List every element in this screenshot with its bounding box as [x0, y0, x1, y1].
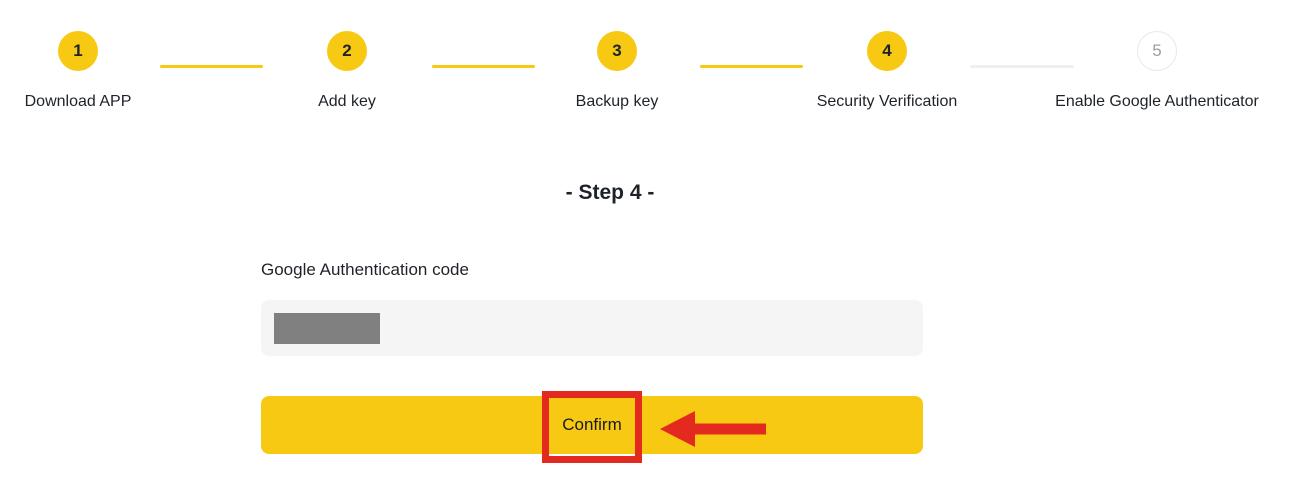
stepper-connector-inactive — [970, 65, 1074, 68]
step-label: Add key — [318, 93, 376, 110]
stepper-connector — [432, 65, 535, 68]
step-label: Backup key — [575, 93, 659, 110]
step-label: Enable Google Authenticator — [1055, 93, 1259, 110]
stepper-step-download-app: 1 Download APP — [0, 31, 228, 111]
confirm-button-label: Confirm — [562, 415, 622, 434]
step-number: 5 — [1152, 41, 1162, 60]
redacted-code-value — [274, 313, 380, 344]
step-title: - Step 4 - — [565, 181, 655, 204]
step-number: 1 — [73, 41, 83, 60]
step-number-badge: 1 — [58, 31, 98, 71]
step-number-badge: 2 — [327, 31, 367, 71]
step-number-badge: 4 — [867, 31, 907, 71]
google-auth-code-input[interactable] — [261, 300, 923, 356]
confirm-button[interactable]: Confirm — [261, 396, 923, 454]
google-auth-code-label: Google Authentication code — [261, 260, 469, 279]
stepper-step-backup-key: 3 Backup key — [467, 31, 767, 111]
step-number: 4 — [882, 41, 892, 60]
step-number-badge: 3 — [597, 31, 637, 71]
step-number-badge: 5 — [1137, 31, 1177, 71]
step-label: Security Verification — [816, 93, 958, 110]
stepper-step-security-verification: 4 Security Verification — [737, 31, 1037, 111]
step-label: Download APP — [24, 93, 132, 110]
stepper-step-add-key: 2 Add key — [197, 31, 497, 111]
stepper-connector — [160, 65, 263, 68]
step-number: 2 — [342, 41, 352, 60]
step-number: 3 — [612, 41, 622, 60]
stepper-step-enable-google-authenticator: 5 Enable Google Authenticator — [1007, 31, 1290, 111]
stepper-connector — [700, 65, 803, 68]
